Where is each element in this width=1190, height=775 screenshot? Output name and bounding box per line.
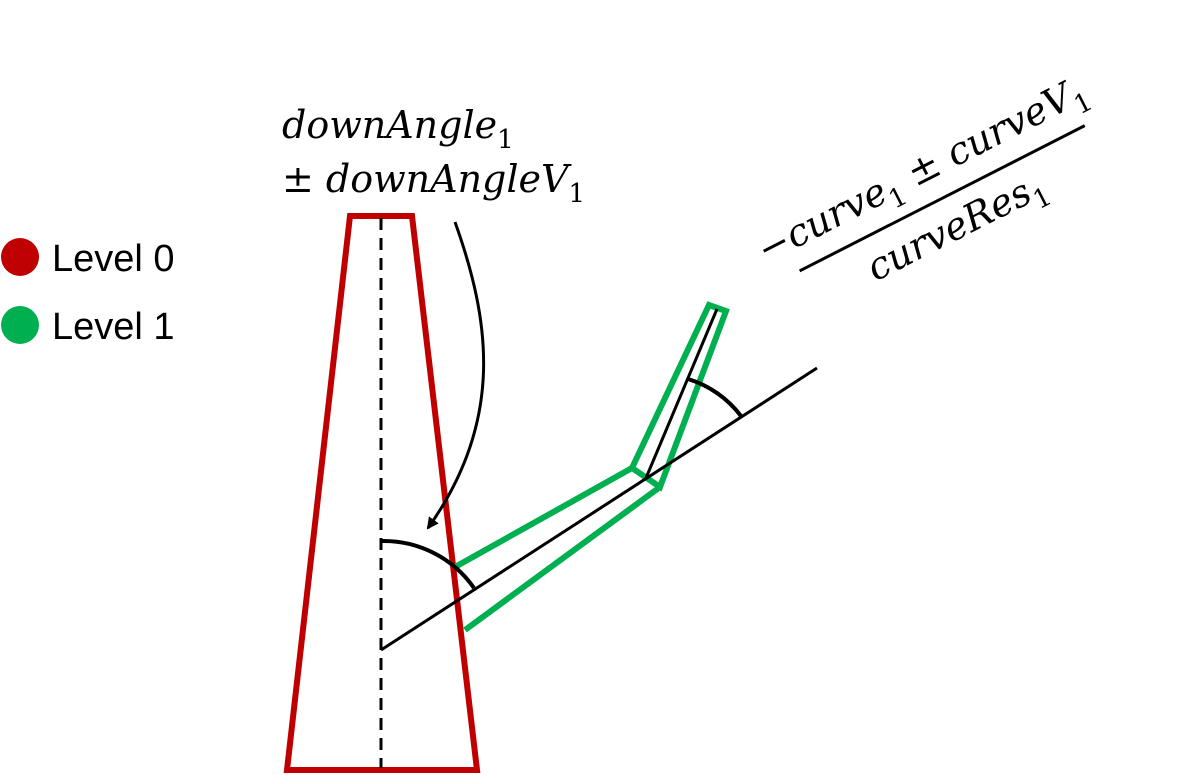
down-angle-pointer-arrow xyxy=(426,221,486,530)
down-angle-label: downAngle1 ± downAngleV1 xyxy=(282,103,585,209)
level-1-segment-2 xyxy=(628,301,730,492)
legend-label-level-0: Level 0 xyxy=(52,238,175,280)
legend-label-level-1: Level 1 xyxy=(52,306,175,348)
down-angle-line-2: ± downAngleV1 xyxy=(282,157,585,209)
legend-item-level-0: Level 0 xyxy=(1,238,175,280)
legend-item-level-1: Level 1 xyxy=(1,306,175,348)
level-1-segment-1-lower-edge xyxy=(463,484,662,633)
level-0-dot-icon xyxy=(1,238,39,276)
curve-angle-label: −curve1 ± curveV1 curveRes1 xyxy=(750,73,1098,297)
level-0-trunk xyxy=(283,213,481,773)
down-angle-arc xyxy=(380,538,476,590)
segment-2-axis-line xyxy=(644,308,719,479)
down-angle-line-1: downAngle1 xyxy=(282,103,514,155)
curve-denominator: curveRes1 xyxy=(859,162,1056,297)
branch-axis-line xyxy=(380,366,818,652)
curve-angle-arc xyxy=(687,377,743,418)
legend: Level 0 Level 1 xyxy=(1,238,175,348)
level-1-branch xyxy=(453,301,730,633)
curve-fraction-bar xyxy=(798,124,1086,273)
level-1-dot-icon xyxy=(1,306,39,344)
level-1-segment-1-upper-edge xyxy=(453,465,634,570)
